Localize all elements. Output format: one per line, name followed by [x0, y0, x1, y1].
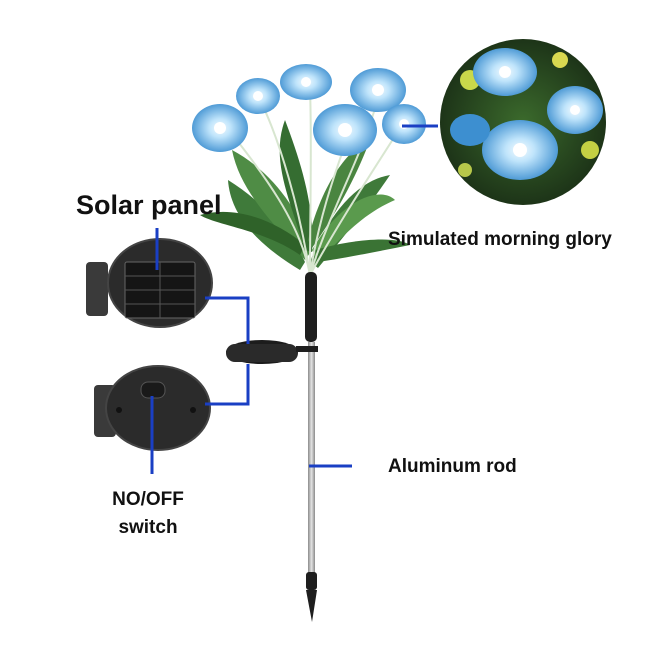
aluminum-rod-label: Aluminum rod: [388, 456, 517, 477]
flower-3: [280, 64, 332, 100]
callout-solar-to-ring: [205, 296, 250, 344]
switch-label-line2: switch: [118, 517, 178, 538]
solar-panel-device: [86, 238, 213, 328]
stake-rod: [305, 272, 317, 622]
flower-4: [350, 68, 406, 112]
callout-ring-to-switch: [205, 364, 250, 406]
flower-5: [313, 104, 377, 156]
morning-glory-closeup: [440, 39, 606, 205]
switch-device: [94, 365, 211, 451]
leaves: [200, 120, 410, 270]
switch-label: NO/OFF switch: [100, 486, 196, 542]
callout-lines: [150, 124, 438, 474]
solar-panel-label: Solar panel: [76, 190, 222, 220]
flower-2: [236, 78, 280, 114]
flowers: [192, 64, 426, 156]
flower-1: [192, 104, 248, 152]
switch-label-line1: NO/OFF: [112, 489, 184, 510]
morning-glory-label: Simulated morning glory: [388, 229, 612, 250]
holder-ring: [226, 340, 318, 364]
flower-6: [382, 104, 426, 144]
